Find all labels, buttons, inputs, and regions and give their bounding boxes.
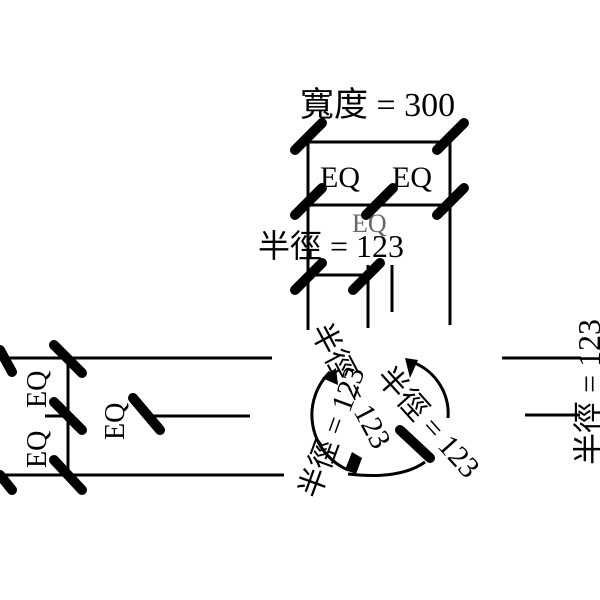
arc-left <box>310 370 349 472</box>
tick-marks <box>0 118 469 495</box>
hidden-eq-label: EQ <box>352 209 387 238</box>
arc-right <box>411 360 450 419</box>
tick-mark <box>49 397 87 435</box>
arrowhead <box>345 452 362 474</box>
tick-mark <box>290 118 327 155</box>
arrowheads <box>322 358 418 474</box>
tick-mark <box>0 470 17 495</box>
width-dimension-label: 寬度 = 300 <box>300 86 455 124</box>
tick-mark <box>290 258 327 295</box>
geometry-lines <box>0 140 581 477</box>
right-radius-label: 半徑 = 123 <box>571 319 600 465</box>
tick-mark <box>432 183 469 220</box>
tick-mark <box>432 118 469 155</box>
tick-mark <box>0 345 17 377</box>
eq-label: EQ <box>392 161 432 194</box>
tick-mark <box>348 258 385 295</box>
eq-label-vertical: EQ <box>22 431 53 468</box>
tick-mark <box>49 455 87 495</box>
arrowhead <box>405 358 418 378</box>
arc-bottom <box>347 460 426 477</box>
arrowhead <box>322 368 338 385</box>
radius-label: 半徑 = 123 <box>258 228 404 264</box>
eq-label-vertical: EQ <box>100 403 131 440</box>
eq-label: EQ <box>320 161 360 194</box>
tick-mark <box>128 393 165 435</box>
tick-mark <box>361 183 398 220</box>
tick-mark <box>290 183 327 220</box>
tick-mark <box>49 340 87 378</box>
eq-label-vertical: EQ <box>22 371 53 408</box>
tick-mark <box>395 425 435 463</box>
